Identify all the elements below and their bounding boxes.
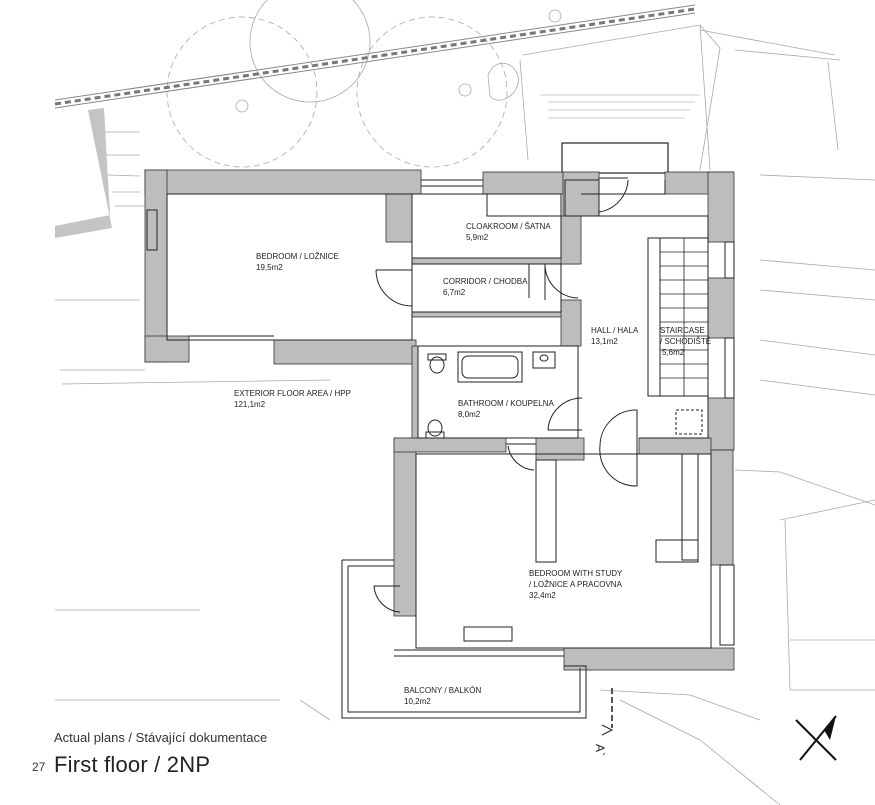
room-area-corridor: 6,7m2: [443, 288, 466, 297]
exterior-floor-area-value: 121,1m2: [234, 400, 266, 409]
doors: [373, 177, 638, 613]
room-name-hall: HALL / HALA: [591, 326, 639, 335]
room-name-staircase-1: STAIRCASE: [660, 326, 705, 335]
room-name-balcony: BALCONY / BALKÓN: [404, 686, 481, 695]
tree-canopy: [166, 16, 318, 168]
room-area-hall: 13,1m2: [591, 337, 618, 346]
room-name-bedroom-study-2: / LOŽNICE A PRACOVNA: [529, 580, 623, 589]
room-area-cloakroom: 5,9m2: [466, 233, 489, 242]
room-labels: BEDROOM / LOŽNICE 19,5m2 CLOAKROOM / ŠAT…: [234, 222, 711, 706]
tree-trunk: [548, 9, 562, 23]
site-context: [54, 0, 875, 805]
exterior-floor-area-label: EXTERIOR FLOOR AREA / HPP: [234, 389, 351, 398]
room-name-staircase-2: / SCHODIŠTĚ: [660, 337, 711, 346]
room-name-bedroom: BEDROOM / LOŽNICE: [256, 252, 339, 261]
tree-canopy: [356, 16, 508, 168]
room-area-staircase: 5,6m2: [662, 348, 685, 357]
section-marker: A`: [593, 688, 614, 756]
room-name-corridor: CORRIDOR / CHODBA: [443, 277, 528, 286]
room-area-bedroom-study: 32,4m2: [529, 591, 556, 600]
room-name-bathroom: BATHROOM / KOUPELNA: [458, 399, 555, 408]
room-lines: [146, 179, 735, 719]
north-arrow-icon: [795, 715, 837, 761]
retaining-wall: [55, 108, 112, 238]
room-area-bathroom: 8,0m2: [458, 410, 481, 419]
walls: [144, 169, 735, 671]
tree-trunk: [458, 83, 472, 97]
room-name-cloakroom: CLOAKROOM / ŠATNA: [466, 222, 551, 231]
room-name-bedroom-study-1: BEDROOM WITH STUDY: [529, 569, 623, 578]
room-area-balcony: 10,2m2: [404, 697, 431, 706]
section-label: A`: [593, 744, 607, 756]
room-area-bedroom: 19,5m2: [256, 263, 283, 272]
tree-trunk: [235, 99, 249, 113]
tree-trunk: [249, 0, 371, 103]
